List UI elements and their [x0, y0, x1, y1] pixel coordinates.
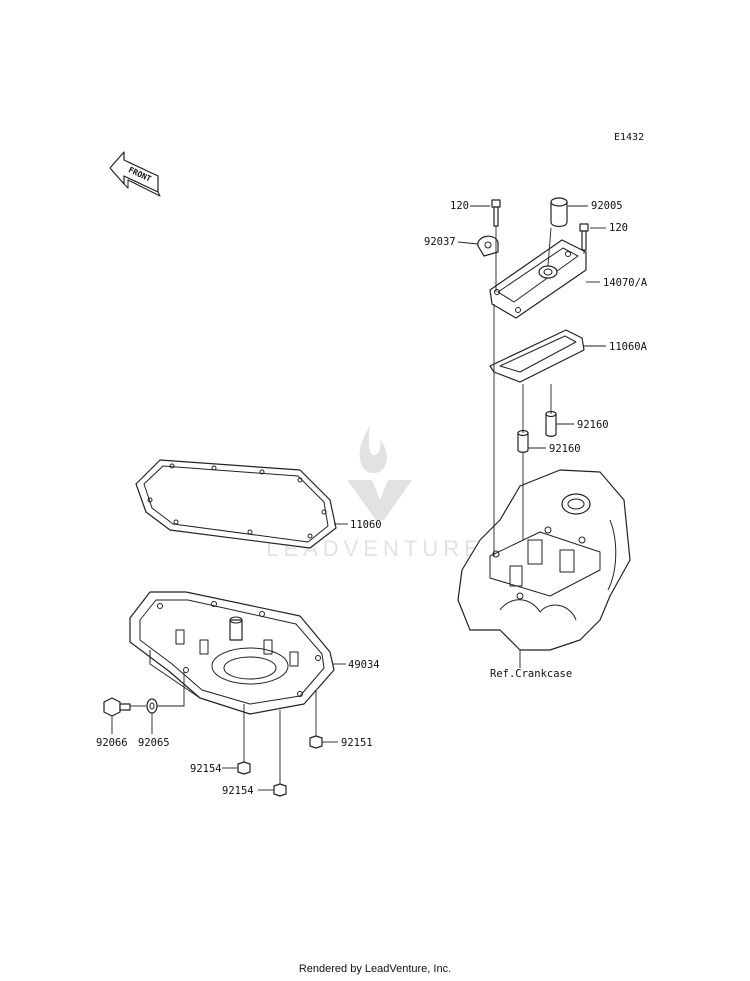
clamp-92037[interactable] — [477, 235, 499, 257]
label-49034[interactable]: 49034 — [348, 659, 380, 671]
crankcase-reference — [457, 469, 631, 651]
label-11060[interactable]: 11060 — [350, 519, 382, 531]
dowel-92160-lower[interactable] — [517, 429, 529, 453]
footer-credit: Rendered by LeadVenture, Inc. — [298, 963, 452, 975]
oil-pan-49034[interactable] — [129, 591, 335, 715]
label-92005[interactable]: 92005 — [591, 200, 623, 212]
drain-bolt-92066[interactable] — [103, 697, 131, 717]
gasket-11060[interactable] — [135, 459, 337, 549]
label-92065[interactable]: 92065 — [138, 737, 170, 749]
label-92160-lower[interactable]: 92160 — [549, 443, 581, 455]
bolt-120-right[interactable] — [579, 223, 589, 251]
dowel-92160-upper[interactable] — [545, 410, 557, 437]
bolt-120-left[interactable] — [491, 199, 501, 227]
label-11060a[interactable]: 11060A — [609, 341, 648, 353]
label-14070a[interactable]: 14070/A — [603, 277, 648, 289]
bolt-92154-lower[interactable] — [273, 783, 287, 797]
bolt-92154-upper[interactable] — [237, 761, 251, 775]
label-92154-lower[interactable]: 92154 — [222, 785, 254, 797]
label-92160-upper[interactable]: 92160 — [577, 419, 609, 431]
label-120-right[interactable]: 120 — [609, 222, 628, 234]
crankcase-reference-label: Ref.Crankcase — [490, 668, 572, 680]
cover-14070a[interactable] — [489, 239, 587, 319]
bolt-92151[interactable] — [309, 735, 338, 749]
label-92037[interactable]: 92037 — [424, 236, 456, 248]
front-arrow-icon: FRONT — [109, 151, 161, 197]
label-92151[interactable]: 92151 — [341, 737, 373, 749]
label-92066[interactable]: 92066 — [96, 737, 128, 749]
label-120-left[interactable]: 120 — [450, 200, 469, 212]
washer-92065[interactable] — [146, 698, 158, 714]
diagram-code: E1432 — [614, 132, 645, 143]
label-92154-upper[interactable]: 92154 — [190, 763, 222, 775]
pipe-92005[interactable] — [550, 197, 568, 228]
gasket-11060a[interactable] — [489, 329, 585, 383]
